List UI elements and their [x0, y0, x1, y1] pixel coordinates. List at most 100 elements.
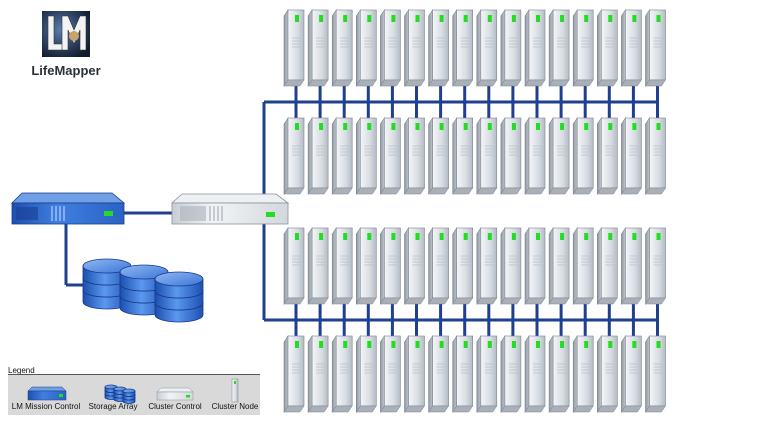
cluster-node: [572, 117, 594, 195]
mission-control-server: [11, 192, 126, 225]
cluster-node: [379, 9, 401, 87]
status-led-icon: [463, 341, 468, 348]
status-led-icon: [415, 123, 420, 130]
status-led-icon: [439, 341, 444, 348]
status-led-icon: [439, 123, 444, 130]
cluster-node: [307, 117, 329, 195]
status-led-icon: [632, 341, 637, 348]
cluster-node: [404, 227, 425, 305]
status-led-icon: [511, 123, 516, 130]
cluster-node: [645, 117, 666, 195]
status-led-icon: [584, 123, 589, 130]
status-led-icon: [463, 123, 468, 130]
cluster-node-racks: [283, 9, 666, 413]
status-led-icon: [487, 15, 492, 22]
status-led-icon: [656, 15, 661, 22]
cluster-node: [355, 9, 377, 87]
cluster-control-server: [170, 193, 290, 225]
status-led-icon: [656, 233, 661, 240]
logo-name: LifeMapper: [31, 63, 100, 78]
cluster-node: [428, 227, 450, 305]
status-led-icon: [415, 341, 420, 348]
status-led-icon: [608, 233, 613, 240]
network-links: [64, 86, 659, 340]
cluster-node: [307, 9, 329, 87]
status-led-icon: [560, 233, 565, 240]
status-led-icon: [560, 123, 565, 130]
cluster-node: [283, 335, 305, 413]
cluster-node: [307, 335, 329, 413]
legend-label-cluster-control: Cluster Control: [148, 402, 202, 411]
status-led-icon: [295, 341, 299, 348]
status-led-icon: [295, 233, 299, 240]
cluster-node: [476, 227, 498, 305]
cluster-node: [476, 335, 498, 413]
storage-array-icon: [104, 384, 136, 404]
cluster-node: [476, 9, 498, 87]
cluster-node: [500, 227, 522, 305]
cluster-node: [307, 227, 329, 305]
disk-stack: [82, 258, 132, 310]
legend-icons: [27, 378, 239, 404]
cluster-node: [452, 9, 474, 87]
cluster-node: [331, 335, 353, 413]
status-led-icon: [463, 15, 468, 22]
legend: LM Mission Control Storage Array Cluster…: [8, 374, 260, 415]
storage-array: [82, 258, 204, 323]
cluster-node: [500, 117, 522, 195]
cluster-node: [620, 9, 642, 87]
cluster-node: [428, 335, 450, 413]
cluster-node: [524, 335, 546, 413]
cluster-control-server-icon: [156, 387, 194, 401]
status-led-icon: [343, 15, 348, 22]
cluster-node: [548, 335, 570, 413]
status-led-icon: [511, 15, 516, 22]
status-led-icon: [560, 15, 565, 22]
cluster-node: [331, 9, 353, 87]
cluster-node: [645, 335, 666, 413]
status-led-icon: [560, 341, 565, 348]
status-led-icon: [319, 123, 324, 130]
status-led-icon: [343, 123, 348, 130]
cluster-node: [572, 335, 594, 413]
status-led-icon: [632, 15, 637, 22]
cluster-node: [428, 117, 450, 195]
status-led-icon: [584, 341, 589, 348]
status-led-icon: [319, 233, 324, 240]
status-led-icon: [511, 341, 516, 348]
cluster-node: [404, 117, 425, 195]
cluster-node: [524, 117, 546, 195]
cluster-node: [500, 9, 522, 87]
status-led-icon: [608, 15, 613, 22]
cluster-node: [548, 117, 570, 195]
cluster-node: [548, 9, 570, 87]
status-led-icon: [415, 233, 420, 240]
status-led-icon: [536, 123, 540, 130]
cluster-node: [620, 117, 642, 195]
legend-label-storage-array: Storage Array: [88, 402, 138, 411]
cluster-node: [283, 227, 305, 305]
status-led-icon: [391, 233, 396, 240]
status-led-icon: [319, 341, 324, 348]
status-led-icon: [295, 15, 299, 22]
status-led-icon: [367, 123, 372, 130]
cluster-node: [500, 335, 522, 413]
cluster-node: [596, 9, 618, 87]
cluster-node: [645, 9, 666, 87]
cluster-node: [379, 227, 401, 305]
cluster-node: [404, 335, 425, 413]
status-led-icon: [391, 15, 396, 22]
cluster-node: [283, 9, 305, 87]
cluster-node: [596, 227, 618, 305]
cluster-node: [452, 227, 474, 305]
status-led-icon: [439, 15, 444, 22]
cluster-node: [379, 117, 401, 195]
cluster-node: [452, 117, 474, 195]
cluster-node: [404, 9, 425, 87]
cluster-node: [620, 227, 642, 305]
status-led-icon: [415, 15, 420, 22]
cluster-node: [355, 227, 377, 305]
legend-label-mission-control: LM Mission Control: [11, 402, 81, 411]
status-led-icon: [487, 341, 492, 348]
